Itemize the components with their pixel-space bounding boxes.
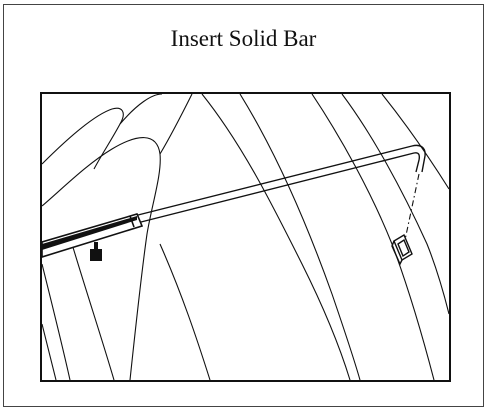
contour-line-3 <box>42 137 161 380</box>
card-title: Insert Solid Bar <box>170 26 317 51</box>
contour-line-9 <box>381 94 449 190</box>
surface-contours <box>42 94 449 380</box>
solid-bar-upper-edge <box>137 144 426 216</box>
socket-inner <box>397 238 410 258</box>
clip-block <box>90 249 102 261</box>
contour-line-6 <box>239 94 361 380</box>
bar-handle <box>42 213 144 258</box>
handle-edge <box>129 215 135 228</box>
bar-socket <box>391 233 413 266</box>
solid-bar-illustration <box>42 94 449 380</box>
handle-inner-band <box>42 216 137 250</box>
contour-line-7 <box>311 94 435 380</box>
instruction-card: Insert Solid Bar <box>3 4 484 407</box>
contour-line-1 <box>42 107 124 170</box>
contour-line-11 <box>71 243 115 380</box>
insertion-guide-line <box>404 173 420 241</box>
contour-line-4 <box>159 94 193 155</box>
clip-stem <box>94 242 98 250</box>
solid-bar-lower-edge <box>140 152 421 223</box>
illustration-frame <box>40 92 451 382</box>
contour-line-2 <box>119 94 163 125</box>
contour-line-5 <box>201 94 351 380</box>
contour-line-13 <box>42 323 57 380</box>
socket-side <box>391 240 403 266</box>
solid-bar <box>137 144 426 223</box>
contour-line-12 <box>159 243 211 380</box>
contour-line-10 <box>42 263 71 380</box>
contour-line-8 <box>341 94 449 315</box>
